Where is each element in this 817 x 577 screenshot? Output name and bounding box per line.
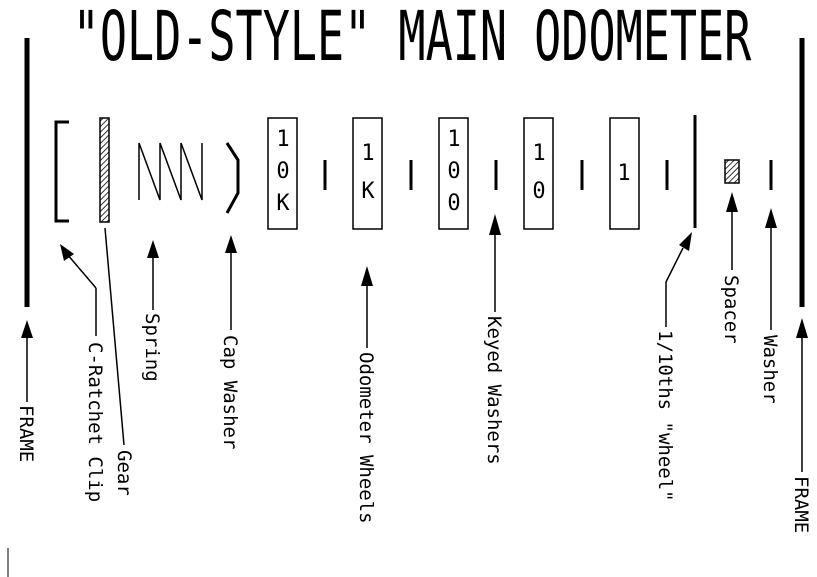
label-gear: Gear: [113, 450, 135, 496]
leader-keyed-washers: [489, 214, 501, 312]
wheel-10-digit-1: 1: [532, 141, 545, 166]
label-c-ratchet-clip: C-Ratchet Clip: [84, 342, 106, 502]
gear-shape: [99, 117, 110, 223]
wheel-100-digit-3: 0: [447, 191, 460, 216]
diagram-title: "OLD-STYLE" MAIN ODOMETER: [73, 0, 752, 77]
label-keyed-washers: Keyed Washers: [483, 316, 505, 465]
label-washer: Washer: [759, 335, 781, 404]
wheel-1: 1: [609, 117, 640, 230]
wheel-1-digit-1: 1: [617, 161, 630, 186]
wheel-10-digit-2: 0: [532, 179, 545, 204]
label-cap-washer: Cap Washer: [219, 335, 241, 449]
leader-spring: [147, 240, 159, 310]
spacer-shape: [724, 159, 740, 184]
leader-c-ratchet-clip: [60, 244, 97, 336]
label-frame-right: FRAME: [790, 476, 812, 533]
leader-washer: [765, 208, 777, 330]
wheel-1k: 1 K: [352, 117, 383, 230]
leader-gear: [104, 227, 125, 446]
wheel-10k-digit-3: K: [276, 191, 290, 216]
label-spring: Spring: [141, 313, 163, 382]
cap-washer-shape: [225, 142, 240, 214]
c-ratchet-clip-shape: [54, 120, 69, 223]
wheel-1k-digit-2: K: [361, 179, 375, 204]
wheel-100-digit-2: 0: [447, 159, 460, 184]
leader-tenths-wheel: [665, 232, 692, 327]
wheel-10k-digit-1: 1: [276, 127, 289, 152]
wheel-10: 1 0: [523, 117, 554, 230]
leader-odometer-wheels: [361, 266, 373, 348]
leader-spacer: [726, 192, 738, 270]
wheel-100: 1 0 0: [438, 117, 469, 230]
wheel-1k-digit-1: 1: [361, 141, 374, 166]
spring-shape: [138, 142, 203, 201]
label-odometer-wheels: Odometer Wheels: [355, 352, 377, 524]
wheel-10k: 1 0 K: [267, 117, 298, 230]
wheel-100-digit-1: 1: [447, 127, 460, 152]
label-spacer: Spacer: [720, 275, 742, 344]
leader-cap-washer: [225, 235, 237, 330]
leader-frame-left: [21, 320, 33, 402]
label-tenths-wheel: 1/10ths "wheel": [654, 330, 676, 502]
leader-frame-right: [796, 318, 808, 472]
label-frame-left: FRAME: [15, 405, 37, 462]
wheel-10k-digit-2: 0: [276, 159, 289, 184]
